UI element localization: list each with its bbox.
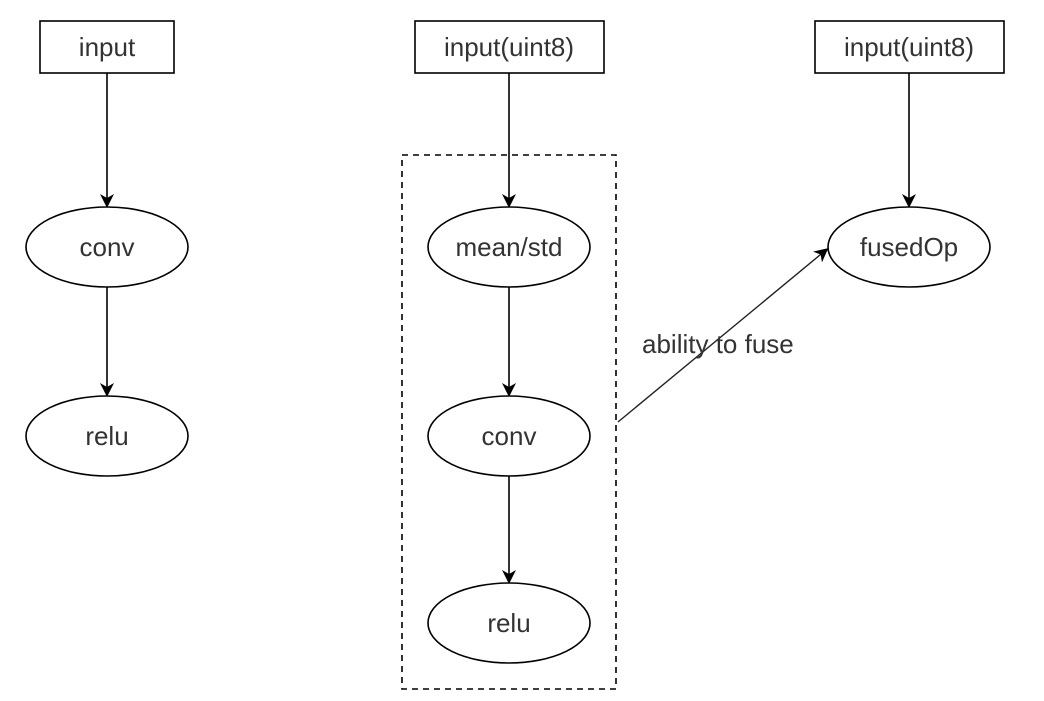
middle-conv-label: conv xyxy=(482,421,537,451)
left-conv-label: conv xyxy=(80,232,135,262)
middle-meanstd-label: mean/std xyxy=(456,232,563,262)
middle-relu-node xyxy=(427,582,591,664)
fuse-edge-label: ability to fuse xyxy=(642,329,794,359)
left-input-label: input xyxy=(79,32,136,62)
right-input-label: input(uint8) xyxy=(844,32,974,62)
fuse-edge xyxy=(617,248,829,423)
middle-input-label: input(uint8) xyxy=(444,32,574,62)
right-input-node xyxy=(814,20,1005,74)
left-relu-node xyxy=(25,395,189,477)
middle-column: input(uint8) mean/std conv relu xyxy=(401,20,617,690)
right-fusedop-node xyxy=(827,206,991,288)
right-column: input(uint8) fusedOp xyxy=(814,20,1005,288)
middle-relu-label: relu xyxy=(487,608,530,638)
left-input-node xyxy=(39,20,175,74)
left-relu-label: relu xyxy=(85,421,128,451)
right-fusedop-label: fusedOp xyxy=(860,232,958,262)
left-column: input conv relu xyxy=(25,20,189,477)
